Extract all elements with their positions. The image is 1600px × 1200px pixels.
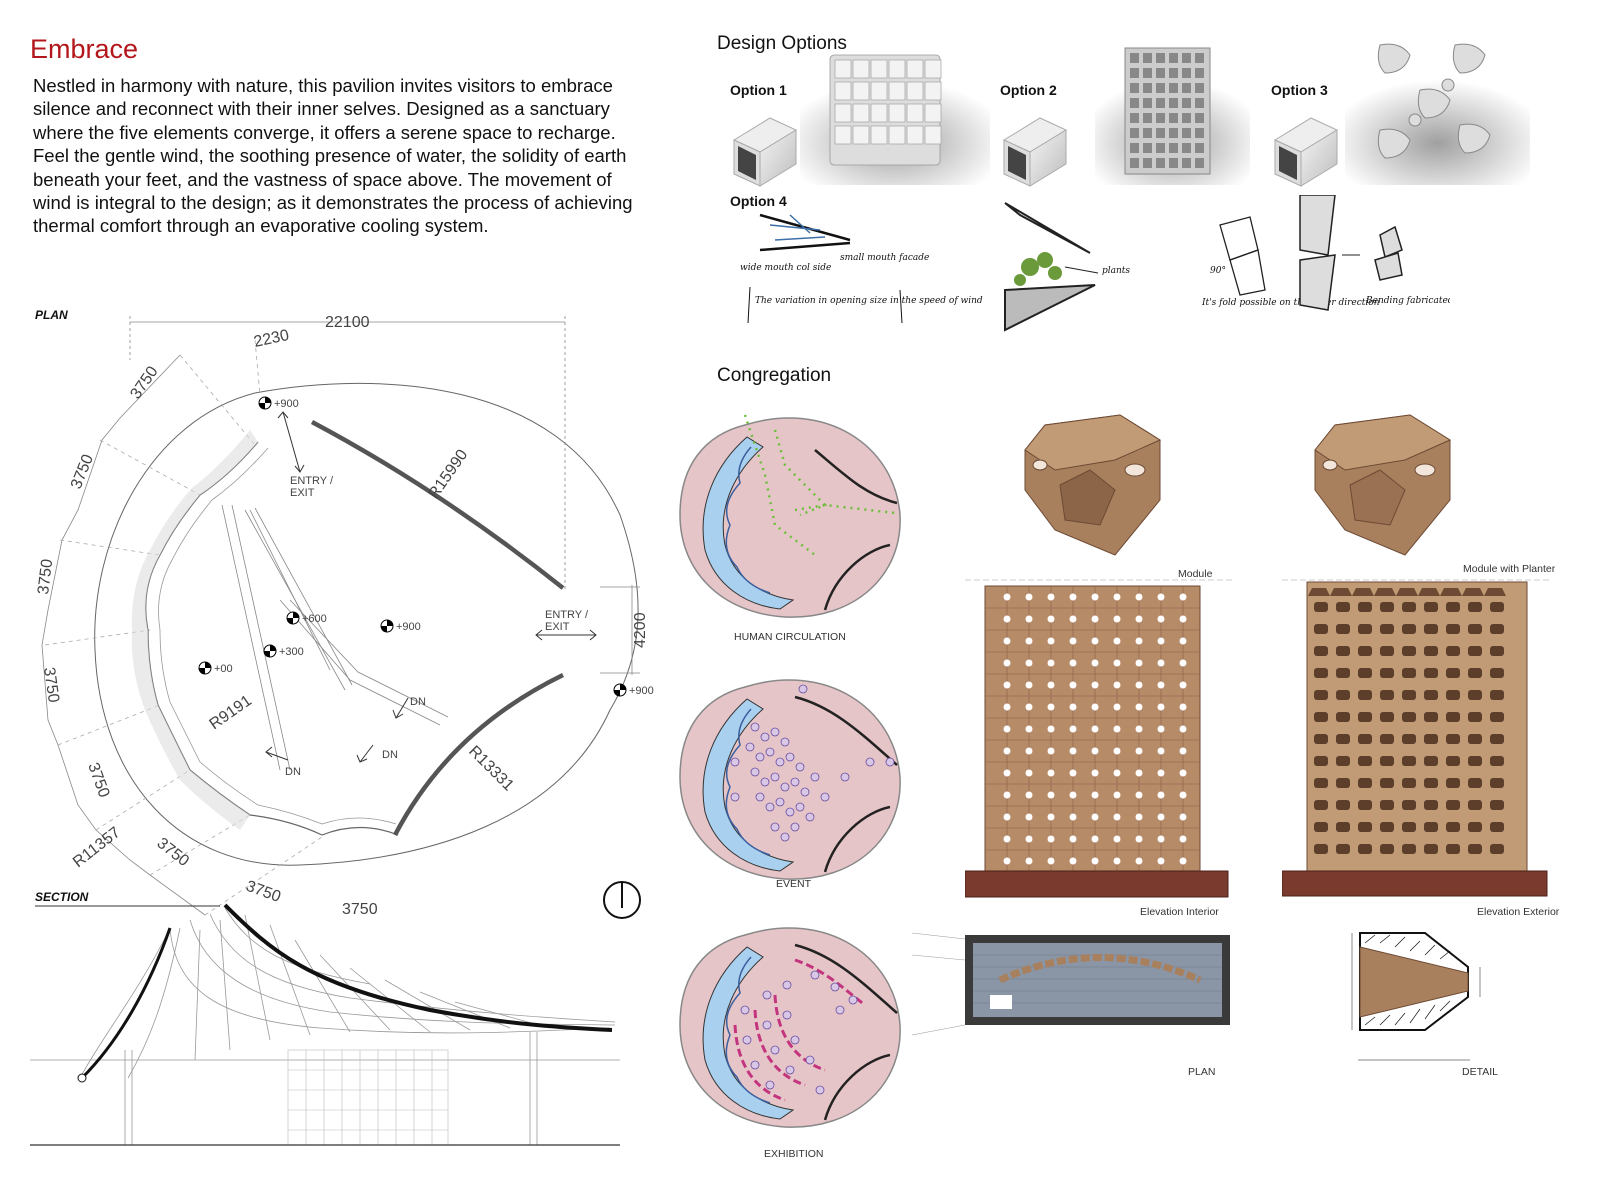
- dim-2230: 2230: [252, 327, 290, 351]
- option-4-sketches: wide mouth col side small mouth facade T…: [740, 195, 1450, 332]
- option-3-module: [1273, 117, 1339, 187]
- module-with-planter-render: [1314, 414, 1452, 556]
- elevation-exterior: [1282, 579, 1552, 897]
- level-300: +300: [279, 646, 304, 658]
- dn-label-c: DN: [285, 766, 301, 778]
- north-arrow-icon: [603, 881, 641, 919]
- caption-detail: DETAIL: [1462, 1066, 1498, 1078]
- option-1-wall: [829, 54, 942, 166]
- radius-r13331: R13331: [465, 743, 517, 795]
- option-1-module: [732, 117, 798, 187]
- entry-label-1-line1: ENTRY /: [290, 475, 334, 487]
- caption-elevation-exterior: Elevation Exterior: [1477, 906, 1560, 918]
- section-drawing: [30, 903, 620, 1146]
- level-marker-icon: [198, 396, 627, 697]
- dim-3750-c: 3750: [35, 558, 56, 596]
- note-small: small mouth facade: [840, 253, 929, 263]
- design-options-renders: [732, 43, 1530, 187]
- dim-4200: 4200: [632, 612, 649, 648]
- option-2-label: Option 2: [1000, 82, 1057, 98]
- caption-module: Module: [1178, 568, 1213, 580]
- dim-3750-b: 3750: [68, 452, 97, 491]
- plant-icon: [1014, 252, 1062, 286]
- dim-3750-a: 3750: [127, 363, 161, 402]
- note-plants: plants: [1102, 266, 1130, 276]
- note-bending: Bending fabricated to the angle the modu…: [1365, 296, 1450, 306]
- option-3-cluster: [1377, 43, 1491, 159]
- option-2-wall: [1124, 47, 1211, 175]
- elevation-interior: [965, 579, 1235, 898]
- dim-3750-d: 3750: [40, 666, 62, 704]
- module-render: [1024, 414, 1162, 556]
- dn-label-a: DN: [410, 696, 426, 708]
- level-900-c: +900: [629, 685, 654, 697]
- dn-label-b: DN: [382, 749, 398, 761]
- pond-plan: [911, 932, 1230, 1036]
- note-wide: wide mouth col side: [740, 263, 831, 273]
- option-2-module: [1002, 117, 1068, 187]
- description-text: Nestled in harmony with nature, this pav…: [33, 75, 633, 237]
- radius-r15990: R15990: [425, 447, 471, 503]
- level-900-b: +900: [396, 621, 421, 633]
- level-900-a: +900: [274, 398, 299, 410]
- dim-3750-e: 3750: [84, 761, 112, 800]
- caption-elevation-interior: Elevation Interior: [1140, 906, 1219, 918]
- radius-r9191: R9191: [207, 692, 255, 733]
- caption-plan: PLAN: [1188, 1066, 1216, 1078]
- congregation-heading: Congregation: [717, 365, 832, 386]
- caption-exhibition: EXHIBITION: [764, 1148, 824, 1160]
- plan-label: PLAN: [35, 308, 68, 322]
- congregation-diagrams: HUMAN CIRCULATION EVENT: [679, 414, 901, 1160]
- note-angle: 90°: [1210, 266, 1226, 276]
- dim-3750-h: 3750: [342, 901, 378, 918]
- detail-drawing: [1351, 932, 1481, 1061]
- note-fold: It's fold possible on the other directio…: [1201, 298, 1380, 308]
- level-00: +00: [214, 663, 233, 675]
- entry-label-2-line1: ENTRY /: [545, 609, 589, 621]
- caption-event: EVENT: [776, 878, 812, 890]
- option-4-label: Option 4: [730, 193, 787, 209]
- section-label: SECTION: [35, 890, 89, 904]
- entry-label-1-line2: EXIT: [290, 487, 315, 499]
- plan-drawing: 22100 2230 3750 3750 3750 3750 3750 3750…: [35, 314, 654, 918]
- human-circulation-diagram: [679, 414, 901, 618]
- page-title: Embrace: [30, 34, 139, 64]
- option-3-label: Option 3: [1271, 82, 1328, 98]
- caption-module-planter: Module with Planter: [1463, 563, 1556, 575]
- dim-3750-f: 3750: [154, 835, 193, 870]
- note-variation: The variation in opening size in the spe…: [755, 296, 983, 306]
- option-1-label: Option 1: [730, 82, 787, 98]
- entry-label-2-line2: EXIT: [545, 621, 570, 633]
- level-600: +600: [302, 613, 327, 625]
- dim-overall: 22100: [325, 314, 370, 331]
- design-options-heading: Design Options: [717, 33, 847, 54]
- project-description: Nestled in harmony with nature, this pav…: [33, 74, 653, 238]
- pump-icon: [990, 995, 1012, 1009]
- event-diagram: [679, 679, 901, 880]
- caption-human-circulation: HUMAN CIRCULATION: [734, 631, 846, 643]
- exhibition-diagram: [679, 927, 901, 1128]
